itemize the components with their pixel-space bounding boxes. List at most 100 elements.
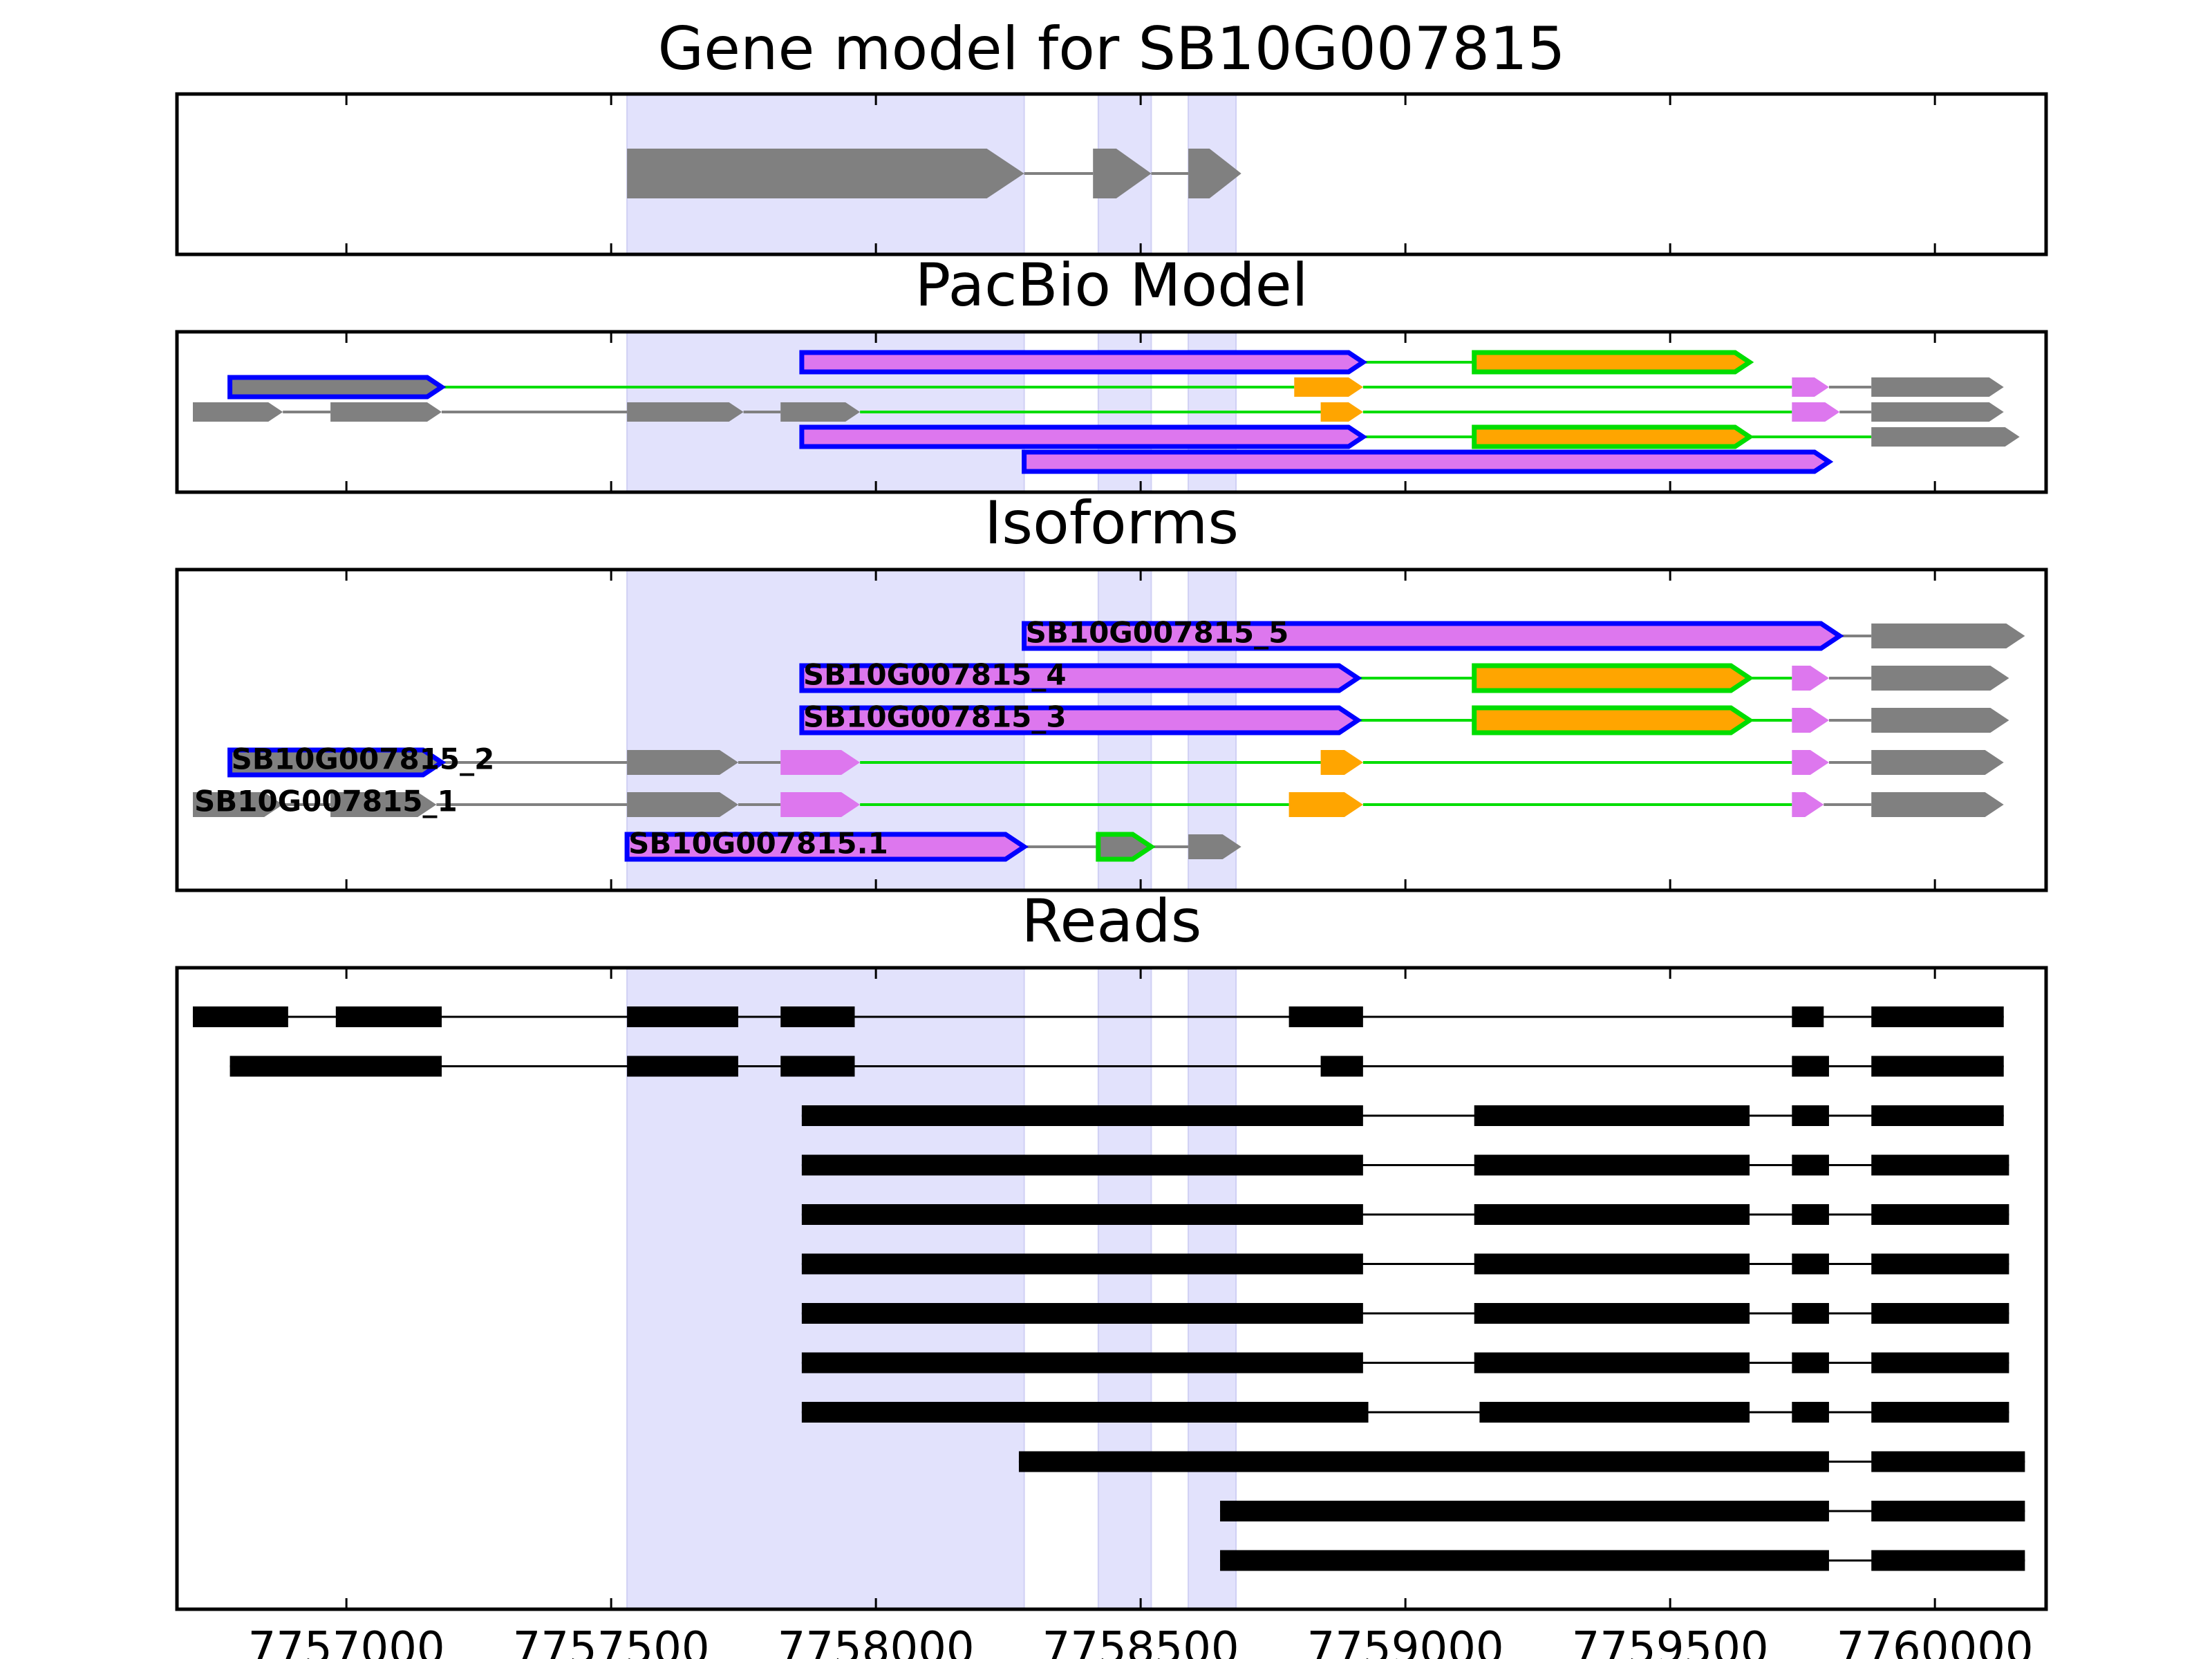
read-block — [1479, 1402, 1750, 1423]
read-block — [1792, 1154, 1829, 1176]
read-block — [1288, 1006, 1363, 1027]
read-block — [801, 1154, 1363, 1176]
exon-arrow — [1294, 377, 1363, 397]
read-block — [1320, 1056, 1363, 1077]
read-block — [1792, 1303, 1829, 1324]
pacbio-model-frame — [175, 330, 2048, 494]
read-block — [801, 1253, 1363, 1275]
read-block — [335, 1006, 442, 1027]
exon-arrow — [1792, 708, 1829, 733]
isoform-label: SB10G007815.1 — [628, 827, 888, 861]
reads-panel: Reads — [175, 887, 2048, 1611]
exon-arrow — [1022, 621, 1844, 651]
gene-model-frame — [175, 92, 2048, 256]
x-tick-label: 7759000 — [1307, 1623, 1504, 1659]
read-block — [192, 1006, 288, 1027]
isoform-label: SB10G007815_3 — [803, 700, 1067, 734]
gene-model-panel: Gene model for SB10G007815 — [175, 15, 2048, 256]
read-block — [801, 1204, 1363, 1225]
exon-arrow — [1792, 402, 1840, 422]
read-block — [229, 1056, 442, 1077]
exon-arrow — [624, 832, 1029, 862]
exon-arrow — [799, 705, 1362, 735]
exon-arrow — [1871, 377, 2004, 397]
read-block — [1871, 1056, 2004, 1077]
isoform-label: SB10G007815_2 — [232, 742, 495, 776]
track-row — [801, 1105, 2004, 1126]
exon-arrow — [1472, 350, 1754, 375]
exon-arrow — [330, 402, 442, 422]
read-block — [1871, 1253, 2009, 1275]
read-block — [1871, 1105, 2004, 1126]
exon-arrow — [1093, 149, 1152, 198]
exon-arrow — [227, 375, 447, 400]
exon-arrow — [1472, 424, 1754, 449]
read-block — [1792, 1352, 1829, 1374]
track-row: SB10G007815_1 — [193, 785, 2004, 818]
read-block — [801, 1402, 1369, 1423]
read-block — [627, 1006, 738, 1027]
track-row — [801, 1154, 2009, 1176]
read-block — [801, 1303, 1363, 1324]
x-tick-label: 7757000 — [248, 1623, 445, 1659]
read-block — [801, 1105, 1363, 1126]
x-tick-label: 7760000 — [1837, 1623, 2034, 1659]
read-block — [1474, 1352, 1750, 1374]
read-block — [1871, 1006, 2004, 1027]
exon-arrow — [1288, 792, 1363, 817]
track-row — [192, 1006, 2004, 1027]
read-block — [780, 1056, 855, 1077]
exon-arrow — [1871, 624, 2025, 648]
track-row — [799, 424, 2020, 449]
read-block — [1871, 1501, 2025, 1521]
exon-arrow — [1792, 666, 1829, 691]
read-block — [1474, 1303, 1750, 1324]
exon-arrow — [330, 792, 437, 817]
read-block — [1792, 1253, 1829, 1275]
exon-arrow — [1792, 377, 1829, 397]
exon-arrow — [1871, 792, 2004, 817]
exon-arrow — [1871, 708, 2009, 733]
track-row: SB10G007815.1 — [624, 827, 1241, 862]
read-block — [1018, 1451, 1829, 1472]
track-row: SB10G007815_2 — [227, 742, 2004, 778]
track-row — [1018, 1451, 2025, 1472]
read-block — [1871, 1550, 2025, 1571]
track-row — [193, 402, 2004, 422]
exon-arrow — [193, 792, 283, 817]
x-tick-label: 7758500 — [1042, 1623, 1239, 1659]
read-block — [1474, 1154, 1750, 1176]
read-block — [1220, 1550, 1829, 1571]
track-row — [801, 1253, 2009, 1275]
reads-frame — [175, 966, 2048, 1611]
x-tick-label: 7758000 — [778, 1623, 975, 1659]
isoforms-title: Isoforms — [984, 489, 1239, 558]
read-block — [1792, 1006, 1824, 1027]
exon-arrow — [1871, 750, 2004, 775]
read-block — [1871, 1303, 2009, 1324]
exon-arrow — [780, 750, 861, 775]
pacbio-model-title: PacBio Model — [915, 251, 1308, 320]
exon-arrow — [627, 750, 738, 775]
read-block — [627, 1056, 738, 1077]
isoforms-frame — [175, 568, 2048, 892]
exon-arrow — [799, 663, 1362, 693]
isoform-label: SB10G007815_1 — [194, 785, 458, 818]
read-block — [1792, 1204, 1829, 1225]
read-block — [1474, 1204, 1750, 1225]
exon-arrow — [1096, 832, 1156, 862]
read-block — [780, 1006, 855, 1027]
x-tick-label: 7759500 — [1572, 1623, 1769, 1659]
isoform-label: SB10G007815_5 — [1026, 616, 1289, 650]
exon-arrow — [1792, 792, 1824, 817]
track-row — [801, 1204, 2009, 1225]
pacbio-model-panel: PacBio Model — [175, 251, 2048, 494]
exon-arrow — [799, 424, 1368, 449]
track-row — [1220, 1501, 2025, 1521]
exon-arrow — [1472, 663, 1754, 693]
read-block — [1871, 1352, 2009, 1374]
exon-arrow — [780, 402, 861, 422]
reads-title: Reads — [1022, 887, 1202, 956]
exon-arrow — [1022, 449, 1834, 474]
